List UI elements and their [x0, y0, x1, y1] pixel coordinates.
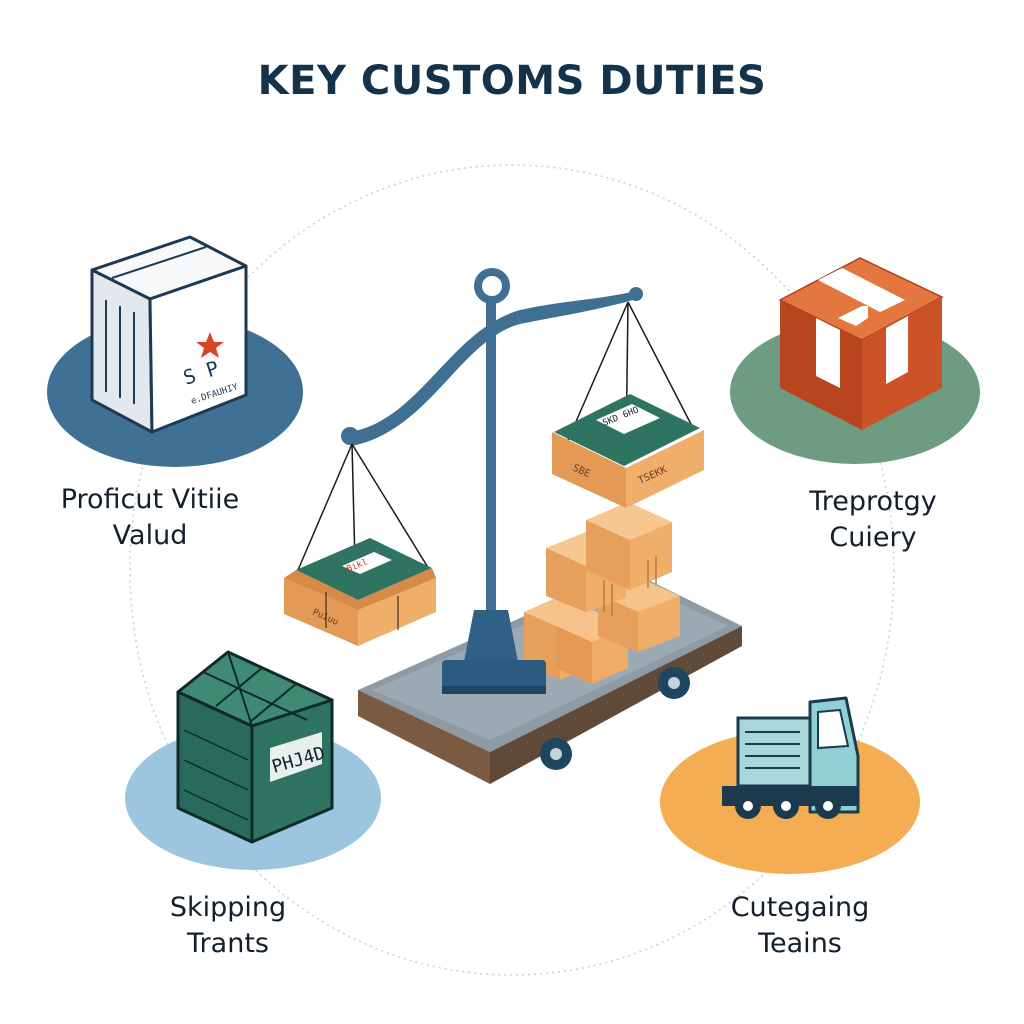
scale-beam [350, 290, 640, 446]
label-categoring-teains-line1: Cutegaing [730, 892, 870, 923]
white-package-icon: S P e.DFAUHIY [90, 235, 248, 434]
balance-scale-icon [341, 268, 643, 694]
stacked-boxes [524, 502, 680, 684]
label-product-value: Proficut Vitiie Valud [30, 482, 270, 554]
scale-pillar [486, 300, 496, 610]
label-shipping-trants-line1: Skipping [169, 892, 287, 923]
label-shipping-trants: Skipping Trants [118, 890, 338, 962]
label-property-category-line2: Cuiery [829, 522, 917, 553]
right-scale-pan: SKD 6HO SBE TSEKK [552, 301, 704, 508]
label-product-value-line2: Valud [112, 520, 188, 551]
orange-crate-icon [778, 257, 944, 430]
scale-ring [474, 268, 510, 304]
dotted-ring [129, 164, 895, 976]
label-product-value-line1: Proficut Vitiie [60, 484, 240, 515]
label-property-category: Treprotgy Cuiery [758, 484, 988, 556]
green-crate-icon: PHJ4D [176, 650, 334, 844]
diagram-title: KEY CUSTOMS DUTIES [257, 58, 767, 104]
label-property-category-line1: Treprotgy [809, 486, 937, 517]
label-categoring-teains-line2: Teains [758, 928, 842, 959]
label-categoring-teains: Cutegaing Teains [690, 890, 910, 962]
truck-icon [722, 696, 860, 819]
label-shipping-trants-line2: Trants [187, 928, 269, 959]
left-scale-pan: Bikl Puiuu [284, 443, 436, 646]
